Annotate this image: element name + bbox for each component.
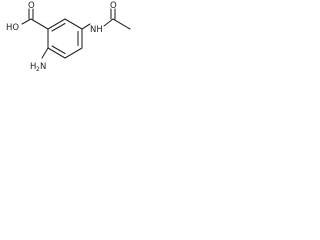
carboxylic-acid-group: HO O bbox=[6, 1, 49, 33]
acid-hydroxyl-label: HO bbox=[6, 23, 19, 33]
ring-bond bbox=[64, 47, 83, 59]
amino-subscript: 2 bbox=[36, 66, 40, 73]
acetamido-group: NH O bbox=[81, 1, 131, 35]
acid-oxygen-label: O bbox=[28, 1, 35, 11]
amide-n-bond bbox=[81, 23, 91, 30]
acid-c-oh-bond bbox=[21, 18, 32, 25]
amino-group: H 2 N bbox=[30, 47, 49, 73]
benzene-ring bbox=[47, 18, 83, 59]
amino-n-label: N bbox=[40, 62, 46, 72]
ring-bond bbox=[47, 47, 66, 59]
acid-c-bond bbox=[30, 18, 49, 30]
amide-oxygen-label: O bbox=[110, 1, 117, 11]
amide-c-bond bbox=[103, 18, 114, 27]
ring-double-bond bbox=[51, 22, 66, 32]
amide-nh-label: NH bbox=[90, 25, 103, 35]
methyl-bond bbox=[112, 18, 131, 30]
amino-bond bbox=[41, 47, 49, 59]
chemical-structure: HO O H 2 N NH O bbox=[6, 1, 131, 73]
ring-double-bond bbox=[51, 45, 66, 55]
ring-bond bbox=[47, 18, 66, 30]
ring-bond bbox=[64, 18, 83, 30]
amino-h-label: H bbox=[30, 62, 36, 72]
